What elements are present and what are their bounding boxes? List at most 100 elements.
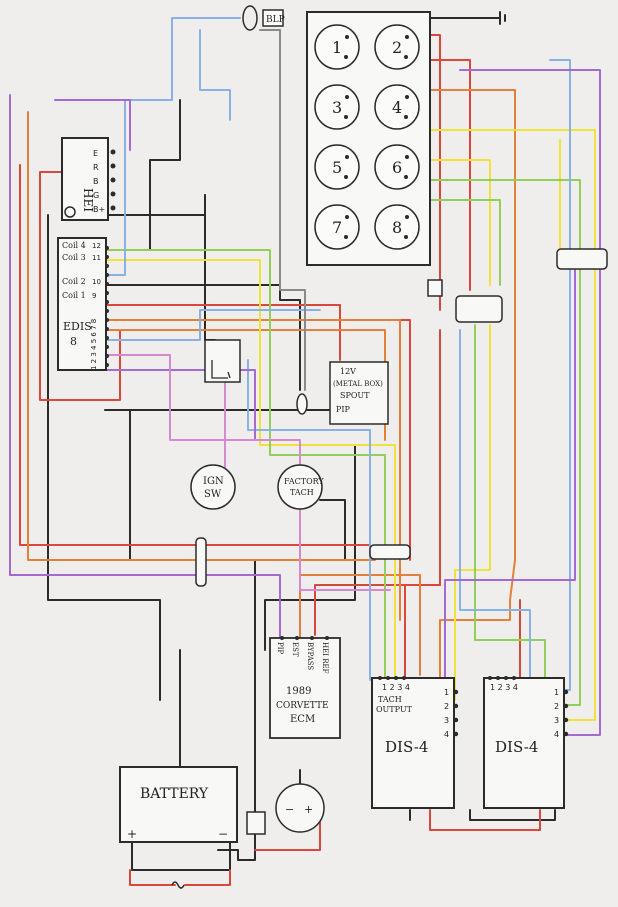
ecm-pin-label: BYPASS	[306, 642, 314, 670]
inline-fuse-icon	[296, 393, 308, 415]
dis-side-pin: 3	[554, 716, 559, 725]
terminal-icon	[105, 354, 109, 358]
wire-black-tach	[319, 499, 346, 561]
terminal-icon	[325, 636, 329, 640]
wire-yellow-dis	[454, 324, 491, 701]
cylinder-number: 1	[332, 38, 342, 57]
dis4-right-top-pins: 1 2 3 4	[490, 683, 518, 692]
terminal-icon	[110, 205, 116, 211]
wire-blue-right	[549, 59, 571, 251]
wire-black-hei-bplus	[104, 194, 206, 216]
edis-coil-label: Coil 2	[62, 277, 86, 286]
spout-box-label: 12V	[340, 367, 356, 376]
cylinder-number: 8	[392, 218, 402, 237]
hei-pin-label: G	[93, 191, 99, 200]
hei-pin-label: E	[93, 149, 98, 158]
ecm-pin-label: PIP	[276, 642, 284, 654]
wire-black-edis-down	[47, 214, 161, 701]
dis-side-pin: 1	[444, 688, 449, 697]
spout-box	[329, 361, 389, 425]
edis-coil-label: Coil 4	[62, 241, 86, 250]
wire-gray-coil	[259, 29, 306, 391]
plug-terminal-icon	[405, 35, 409, 39]
terminal-icon	[453, 689, 459, 695]
wire-black-battery-main	[131, 839, 231, 871]
factory-tach-line2: TACH	[290, 488, 314, 497]
hei-pin-label: B	[93, 177, 99, 186]
plug-terminal-icon	[404, 235, 408, 239]
terminal-icon	[394, 676, 398, 680]
dis4-left-tach-line1: TACH	[378, 695, 402, 704]
terminal-icon	[563, 689, 569, 695]
wire-pink-edis	[104, 354, 391, 591]
dis-side-pin: 4	[444, 730, 449, 739]
connector-mid	[369, 544, 411, 560]
plug-terminal-icon	[405, 155, 409, 159]
terminal-icon	[105, 273, 109, 277]
hei-pin-label: B+	[93, 205, 105, 214]
terminal-icon	[504, 676, 508, 680]
edis-coil-pin: 12	[92, 242, 101, 250]
hei-pin-label: R	[93, 163, 99, 172]
wire-black-top-vert	[149, 99, 181, 251]
edis-coil-pin: 10	[92, 278, 101, 286]
terminal-icon	[110, 149, 116, 155]
connector-right-top	[455, 295, 503, 323]
wire-green-mid	[104, 249, 386, 681]
dis4-left-title: DIS-4	[385, 738, 428, 756]
relay-switch-icon	[211, 360, 231, 379]
factory-tach	[277, 464, 323, 510]
terminal-icon	[105, 246, 109, 250]
hei-label: HEI	[81, 188, 95, 212]
ignition-switch	[190, 464, 236, 510]
dis-side-pin: 2	[444, 702, 449, 711]
connector-small-top	[427, 279, 443, 297]
terminal-icon	[105, 363, 109, 367]
coil-plus: +	[304, 803, 313, 816]
fuse-icon	[171, 881, 185, 889]
ecm-title-year: 1989	[286, 686, 311, 697]
wire-purple-mid	[54, 99, 131, 151]
wire-blue-mid	[459, 329, 531, 681]
coil-circle	[275, 783, 325, 833]
cylinder-number: 4	[392, 98, 402, 117]
terminal-icon	[105, 282, 109, 286]
dis4-right-title: DIS-4	[495, 738, 538, 756]
battery	[119, 766, 238, 843]
wire-red-edis	[19, 164, 371, 546]
wire-black-ground-top	[429, 11, 506, 25]
wire-red-ecm	[314, 584, 441, 636]
plug-terminal-icon	[404, 175, 408, 179]
blp-box	[262, 9, 284, 27]
terminal-icon	[110, 191, 116, 197]
ecm-title-model: CORVETTE	[276, 701, 329, 711]
terminal-icon	[295, 636, 299, 640]
ign-sw-line1: IGN	[203, 476, 224, 487]
ecm-pin-label: HEI REF	[321, 642, 329, 674]
blp-label: BLP	[266, 15, 285, 25]
wire-yellow-mid	[419, 159, 491, 286]
battery-minus-label: −	[218, 827, 228, 841]
ecm-pin-label: EST	[291, 642, 299, 657]
plug-terminal-icon	[405, 215, 409, 219]
terminal-icon	[105, 264, 109, 268]
terminal-icon	[105, 318, 109, 322]
spout-box-label: PIP	[336, 405, 351, 414]
terminal-icon	[496, 676, 500, 680]
dis-side-pin: 2	[554, 702, 559, 711]
plug-terminal-icon	[344, 235, 348, 239]
terminal-icon	[402, 676, 406, 680]
plug-terminal-icon	[404, 115, 408, 119]
ign-sw-line2: SW	[204, 489, 222, 500]
terminal-icon	[563, 703, 569, 709]
plug-terminal-icon	[344, 175, 348, 179]
wire-blue-relay	[104, 309, 321, 341]
terminal-icon	[453, 731, 459, 737]
wire-red-edis-coil	[104, 304, 341, 361]
wire-red-battery	[129, 869, 231, 886]
wire-purple-right	[459, 69, 601, 736]
terminal-icon	[105, 300, 109, 304]
dis-side-pin: 4	[554, 730, 559, 739]
wire-yellow-edis	[104, 259, 396, 681]
